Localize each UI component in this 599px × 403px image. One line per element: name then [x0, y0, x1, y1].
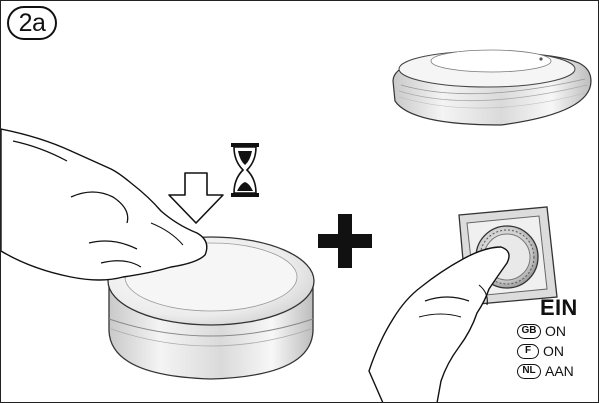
hourglass-icon: [231, 143, 259, 197]
translation-text-f: ON: [543, 343, 564, 359]
language-code-nl: NL: [517, 364, 541, 379]
down-arrow-icon: [169, 173, 223, 223]
translation-text-nl: AAN: [545, 363, 574, 379]
step-number-badge: 2a: [7, 6, 57, 40]
translation-row-f: F ON: [517, 343, 564, 359]
plus-icon: [318, 214, 372, 268]
language-code-f: F: [517, 344, 539, 359]
pressing-hand-icon: [1, 129, 207, 280]
translation-row-nl: NL AAN: [517, 363, 574, 379]
translation-row-gb: GB ON: [517, 323, 566, 339]
language-code-gb: GB: [517, 324, 541, 339]
turning-hand-icon: [369, 247, 509, 402]
ceiling-smoke-detector-icon: [393, 50, 591, 125]
switch-state-title: EIN: [540, 295, 578, 321]
translation-text-gb: ON: [545, 323, 566, 339]
